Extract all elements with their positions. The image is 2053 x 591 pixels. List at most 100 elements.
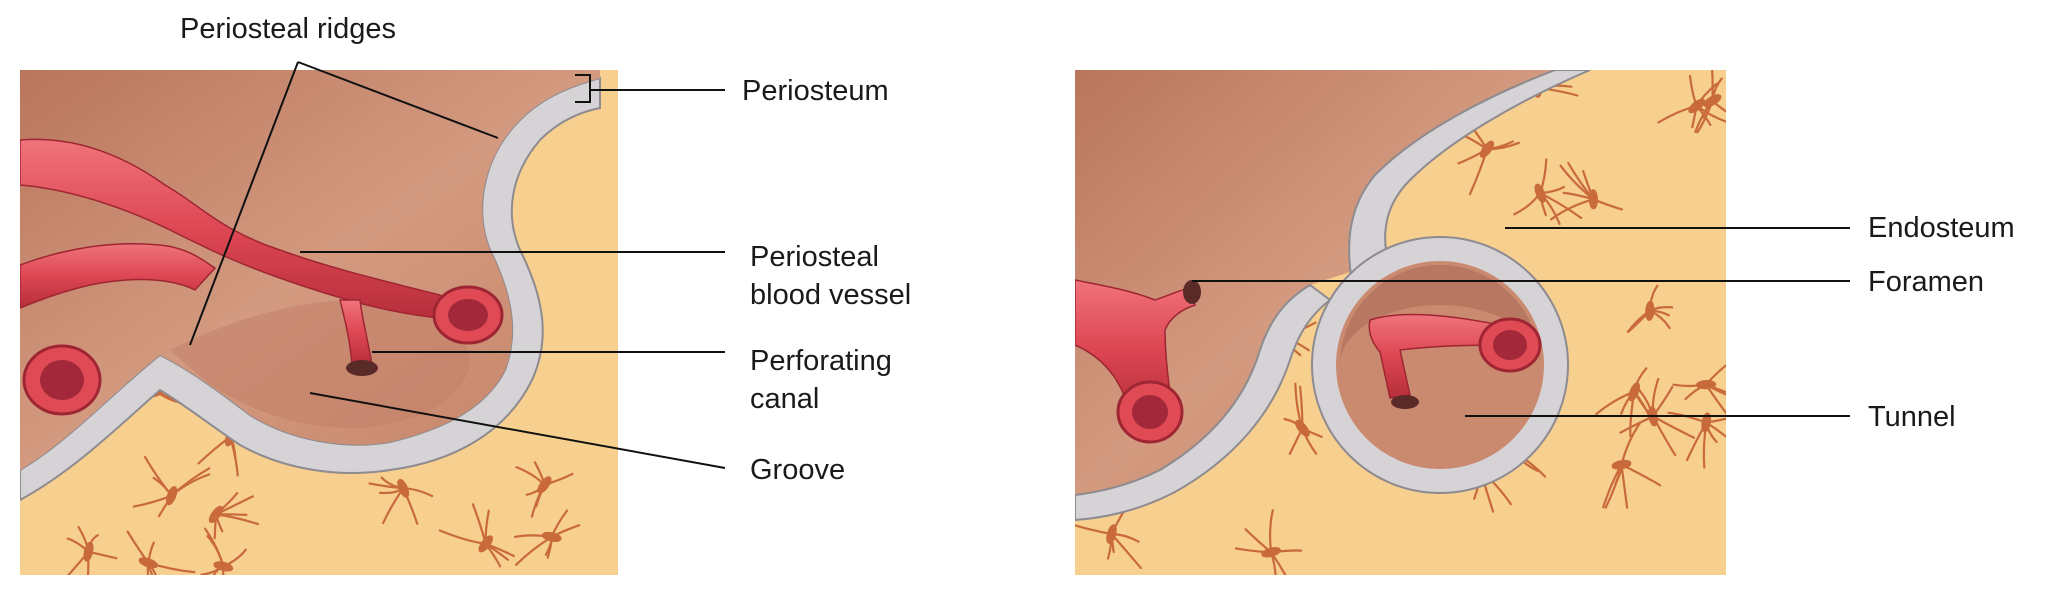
canaliculus [146, 561, 150, 575]
canaliculus [513, 534, 553, 538]
canaliculus [1299, 385, 1304, 430]
canaliculus [229, 435, 239, 477]
canaliculus [1651, 415, 1696, 439]
label-periosteum: Periosteum [742, 75, 889, 107]
canaliculus [1657, 104, 1698, 124]
canaliculus [1695, 82, 1718, 107]
canaliculus [213, 513, 218, 540]
canaliculus [1648, 284, 1659, 312]
canaliculus [87, 550, 118, 560]
vessel-branch-upper [20, 242, 217, 309]
bone-surface [1075, 70, 1555, 495]
canaliculus [1694, 99, 1714, 133]
canaliculus [1539, 158, 1548, 195]
canaliculus [1711, 70, 1714, 102]
canaliculus [1468, 148, 1489, 196]
canaliculus [533, 461, 546, 486]
perforating-canal-opening [346, 360, 378, 376]
canaliculus [1602, 463, 1623, 509]
canaliculus [550, 509, 569, 538]
canaliculus [214, 513, 248, 516]
canaliculus [1691, 104, 1698, 129]
canaliculus [1301, 427, 1323, 438]
canaliculus [1110, 533, 1140, 543]
canaliculus [1686, 421, 1708, 462]
canaliculus [1513, 192, 1542, 216]
label-perforating-canal-line2: canal [750, 383, 819, 415]
canaliculus [1592, 198, 1623, 211]
canaliculus [147, 561, 196, 574]
canaliculus [1633, 390, 1654, 425]
canaliculus [438, 529, 487, 545]
label-foramen: Foramen [1868, 266, 1984, 298]
canaliculus [471, 503, 487, 545]
vessel-lumen-left [40, 360, 84, 400]
canaliculus [222, 565, 225, 575]
canaliculus [543, 472, 574, 486]
canaliculus [147, 541, 155, 564]
canaliculus [382, 487, 405, 525]
canaliculus [1620, 463, 1629, 509]
canaliculus [1244, 528, 1273, 554]
canaliculus [1705, 421, 1726, 438]
canaliculus [1638, 389, 1655, 418]
canaliculus [402, 487, 419, 525]
canaliculus [1075, 524, 1113, 536]
canaliculus [126, 530, 150, 564]
canaliculus [1283, 417, 1304, 430]
canaliculus [1288, 427, 1304, 455]
canaliculus [1270, 551, 1277, 575]
left-leader-lines [189, 61, 726, 469]
canaliculus [170, 467, 211, 497]
canaliculus [66, 550, 90, 575]
canaliculus [214, 495, 254, 516]
tunnel-floor-opening [1391, 395, 1419, 409]
canaliculus [1620, 422, 1641, 466]
canaliculus [378, 487, 405, 495]
vessel-lumen-tunnel [1493, 330, 1527, 360]
canaliculus [1567, 161, 1595, 201]
groove-floor [170, 300, 470, 429]
canaliculus [197, 435, 232, 465]
canaliculus [1702, 421, 1708, 469]
canaliculus [1110, 533, 1142, 569]
canaliculus [1705, 417, 1726, 424]
canaliculus [212, 565, 225, 575]
label-perforating-canal-line1: Perforating [750, 345, 892, 377]
canaliculus [222, 548, 247, 568]
canaliculus [1270, 549, 1303, 554]
label-endosteum: Endosteum [1868, 212, 2015, 244]
canaliculus [515, 535, 553, 566]
canaliculus [1595, 390, 1636, 416]
canaliculus [1106, 533, 1113, 560]
canaliculus [544, 535, 553, 556]
canaliculus [1562, 191, 1595, 201]
label-periosteal-ridges: Periosteal ridges [180, 13, 396, 45]
right-leader-lines [1192, 227, 1850, 417]
canaliculus [1234, 547, 1273, 554]
canaliculus [1550, 198, 1595, 221]
vessel-lumen-right [448, 299, 488, 331]
label-tunnel: Tunnel [1868, 401, 1956, 433]
right-panel [1075, 70, 1726, 575]
canaliculus [206, 535, 225, 568]
vessel-lumen-surface [1132, 395, 1168, 429]
canaliculus [132, 494, 173, 508]
canaliculus [380, 476, 405, 490]
label-periosteal-blood-vessel-line2: blood vessel [750, 279, 911, 311]
canaliculus [152, 476, 173, 497]
canaliculus [1539, 192, 1583, 220]
canaliculus [1705, 383, 1726, 415]
canaliculus [1301, 427, 1318, 455]
canaliculus [1627, 309, 1651, 333]
canaliculus [1539, 185, 1565, 195]
canaliculus [86, 550, 90, 575]
canaliculus [515, 466, 546, 486]
label-periosteal-blood-vessel-line1: Periosteal [750, 241, 879, 273]
canaliculus [1457, 148, 1489, 165]
canaliculus [147, 561, 154, 575]
canaliculus [402, 487, 434, 498]
canaliculus [1651, 385, 1674, 418]
foramen-opening [1183, 280, 1201, 304]
